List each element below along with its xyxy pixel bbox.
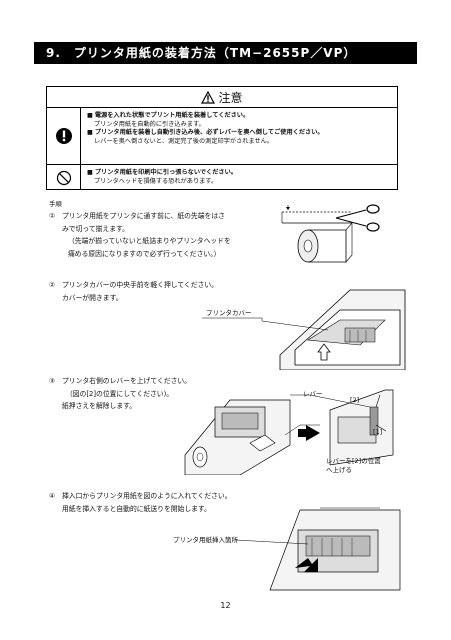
lever-instruction-note: レバーを[2]の位置 へ上げる	[326, 457, 381, 474]
step2-number: ②	[49, 281, 56, 289]
step2-text: プリンタカバーの中央手前を軽く押してください。 カバーが開きます。	[62, 281, 218, 302]
step3-number: ③	[49, 377, 56, 385]
mandatory-action-icon	[55, 128, 72, 144]
page-number: 12	[220, 601, 231, 610]
lever-position-1-label: [1]	[373, 428, 383, 436]
caution-divider	[47, 164, 397, 165]
caution-heading: 注意	[218, 90, 243, 105]
lever-position-2-label: [2]	[350, 396, 360, 404]
step1-number: ①	[49, 212, 56, 220]
caution-box: 注意 ■ 電源を入れた状態でプリント用紙を装着してください。 プリンタ用紙を自動…	[46, 86, 398, 190]
lever-label: レバー	[303, 390, 323, 398]
step4-illustration	[235, 507, 401, 591]
printer-cover-label: プリンタカバー	[206, 309, 252, 317]
section-title: 9. プリンタ用紙の装着方法（TM−2655P／VP）	[34, 42, 417, 64]
step1-text: プリンタ用紙をプリンタに通す前に、紙の先端をはさ みで切って揃えます。 （先端が…	[62, 212, 231, 258]
paper-insertion-point-label: プリンタ用紙挿入箇所	[173, 536, 238, 544]
step3-text: プリンタ右側のレバーを上げてください。 （図の[2]の位置にしてください)。 紙…	[62, 377, 191, 410]
caution-row1-iconcell	[47, 108, 81, 164]
step3-illustration	[184, 389, 394, 475]
warning-triangle-icon	[201, 90, 216, 104]
step1-illustration	[281, 204, 380, 263]
prohibited-icon	[56, 170, 71, 185]
caution-row2-text: ■ プリンタ用紙を印刷中に引っ張らないでください。 プリンタヘッドを損傷する恐れ…	[87, 169, 395, 186]
procedure-heading: 手順	[49, 200, 62, 208]
caution-header: 注意	[47, 87, 397, 108]
step4-number: ④	[49, 492, 56, 500]
caution-row1-text: ■ 電源を入れた状態でプリント用紙を装着してください。 プリンタ用紙を自動的に引…	[87, 112, 395, 146]
caution-item: ■ プリンタ用紙を装着し自動引き込み後、必ずレバーを奥へ倒してご使用ください。	[87, 129, 324, 137]
caution-row2-iconcell	[47, 165, 81, 190]
step2-illustration	[202, 289, 406, 370]
caution-table: 注意 ■ 電源を入れた状態でプリント用紙を装着してください。 プリンタ用紙を自動…	[46, 86, 398, 190]
caution-item: ■ プリンタ用紙を印刷中に引っ張らないでください。	[87, 169, 237, 176]
step4-text: 挿入口からプリンタ用紙を図のように入れてください。 用紙を挿入すると自動的に紙送…	[62, 492, 232, 513]
scissors-icon	[335, 204, 380, 232]
caution-item: ■ 電源を入れた状態でプリント用紙を装着してください。	[87, 112, 250, 119]
